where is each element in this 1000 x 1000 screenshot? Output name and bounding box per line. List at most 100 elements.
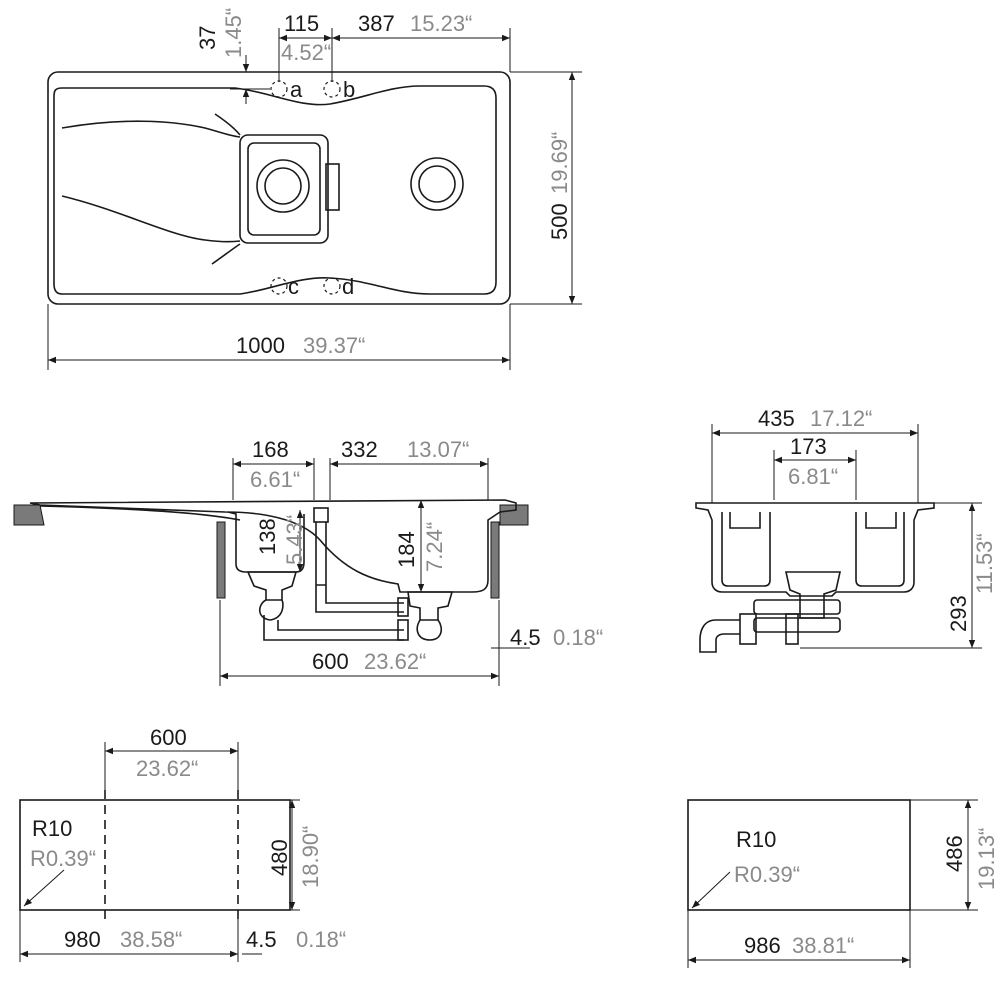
dim-138-inch: 5.43“	[282, 515, 307, 565]
dim-184-inch: 7.24“	[422, 522, 447, 572]
dim-1000-label: 1000	[236, 333, 285, 358]
end-inner-left	[721, 512, 771, 587]
dim-1000-inch: 39.37“	[303, 333, 365, 358]
trap-right	[416, 619, 443, 641]
drainer-ridge-lower	[211, 243, 241, 265]
dim-486-label: 486	[942, 835, 967, 872]
dim-486-inch: 19.13“	[974, 828, 999, 890]
pipe-coupling-upper	[397, 597, 409, 617]
dim-600b-label: 600	[150, 725, 187, 750]
dim-387-label: 387	[358, 11, 395, 36]
radius-inch-right: R0.39“	[734, 862, 800, 887]
dim-4-5b-inch: 0.18“	[296, 927, 346, 952]
radius-label: R10	[32, 816, 72, 841]
trap-left	[258, 599, 284, 621]
dim-332-inch: 13.07“	[407, 437, 469, 462]
cutout-right-rect	[687, 799, 911, 911]
dim-4-5-inch: 0.18“	[553, 625, 603, 650]
dim-168-inch: 6.61“	[250, 467, 300, 492]
countertop-left-section	[13, 504, 45, 526]
drain-right	[407, 591, 454, 621]
tap-hole-c	[270, 277, 288, 295]
drain-left	[246, 571, 298, 601]
end-pipe-lower	[753, 617, 841, 633]
sink-profile	[29, 499, 517, 593]
end-ledge-right	[865, 512, 897, 529]
dim-500-label: 500	[547, 203, 572, 240]
end-ledge-left	[729, 512, 761, 529]
overflow-slot	[325, 163, 340, 211]
drainer-groove-lower	[61, 195, 241, 243]
dim-332-label: 332	[341, 437, 378, 462]
dim-115-label: 115	[284, 11, 319, 36]
cutout-topmount: R10 R0.39“ 486 19.13“ 986 38.81“	[687, 799, 999, 968]
dim-600-label: 600	[312, 649, 349, 674]
sink-inner-outline	[53, 85, 497, 295]
tap-hole-a	[270, 80, 288, 98]
sink-outer-outline	[47, 71, 511, 305]
dim-168-label: 168	[252, 437, 289, 462]
drainer-slope	[39, 505, 241, 521]
dim-4-5b-label: 4.5	[246, 927, 277, 952]
dim-115-inch: 4.52“	[281, 40, 331, 65]
end-outlet-elbow	[699, 619, 740, 653]
dim-980-label: 980	[64, 927, 101, 952]
dim-293-inch: 11.53“	[972, 533, 997, 594]
hole-label-a: a	[290, 77, 303, 102]
side-view: 168 6.61“ 332 13.07“ 138 5.43“ 184 7.24“…	[13, 437, 603, 686]
pipe-coupling-lower	[397, 619, 409, 641]
small-bowl	[239, 134, 329, 244]
radius-leader-right	[691, 871, 731, 909]
radius-leader	[23, 869, 65, 907]
connection-pipe	[263, 615, 404, 641]
end-inner-right	[855, 512, 905, 587]
drain-inner-left	[264, 167, 302, 205]
cabinet-wall-right	[490, 521, 500, 599]
dim-500-inch: 19.69“	[547, 132, 572, 194]
tap-hole-b	[323, 80, 341, 98]
cabinet-wall-left	[216, 521, 226, 599]
dim-387-inch: 15.23“	[410, 11, 472, 36]
tap-hole-d	[323, 277, 341, 295]
drain-outer-right	[410, 157, 464, 211]
cutout-undermount: 600 23.62“ R10 R0.39“ 480 18.90“ 980 38.…	[19, 725, 346, 962]
end-sink-profile	[695, 502, 935, 597]
dim-986-inch: 38.81“	[792, 933, 854, 958]
dim-600-inch: 23.62“	[364, 649, 426, 674]
end-pipe-upper	[753, 599, 841, 615]
drain-outer-left	[256, 159, 310, 213]
dim-435-label: 435	[758, 406, 795, 431]
dim-173-inch: 6.81“	[788, 464, 838, 489]
dim-480-label: 480	[267, 839, 292, 876]
drainer-groove-upper	[61, 120, 241, 138]
dim-986-label: 986	[744, 933, 781, 958]
radius-label-right: R10	[736, 827, 776, 852]
dim-37-label: 37	[195, 26, 220, 50]
dim-173-label: 173	[790, 434, 827, 459]
drainer-ridge-upper	[214, 113, 241, 136]
countertop-right-section	[499, 504, 529, 526]
dim-37-inch: 1.45“	[221, 8, 246, 58]
overflow-tube	[315, 522, 404, 613]
dim-600b-inch: 23.62“	[136, 756, 198, 781]
dim-184-label: 184	[394, 531, 419, 568]
overflow-head	[313, 507, 329, 523]
dim-480-inch: 18.90“	[298, 826, 323, 888]
dim-138-label: 138	[255, 518, 280, 555]
end-coupling-mid	[785, 613, 799, 645]
small-bowl-inner	[247, 142, 321, 236]
end-coupling-left	[739, 613, 757, 645]
dim-435-inch: 17.12“	[810, 406, 872, 431]
top-view: a b c d 37 1.45“ 115 4.52“ 387 15.23“ 50…	[47, 8, 582, 370]
hole-label-c: c	[288, 274, 299, 299]
drain-inner-right	[418, 165, 456, 203]
radius-inch: R0.39“	[30, 846, 96, 871]
dim-4-5-label: 4.5	[510, 625, 541, 650]
small-bowl-profile	[227, 511, 305, 573]
dim-293-label: 293	[946, 595, 971, 632]
end-view: 435 17.12“ 173 6.81“ 293 11.53“	[695, 406, 997, 653]
dim-980-inch: 38.58“	[120, 927, 182, 952]
hole-label-d: d	[342, 274, 354, 299]
hole-label-b: b	[343, 77, 355, 102]
